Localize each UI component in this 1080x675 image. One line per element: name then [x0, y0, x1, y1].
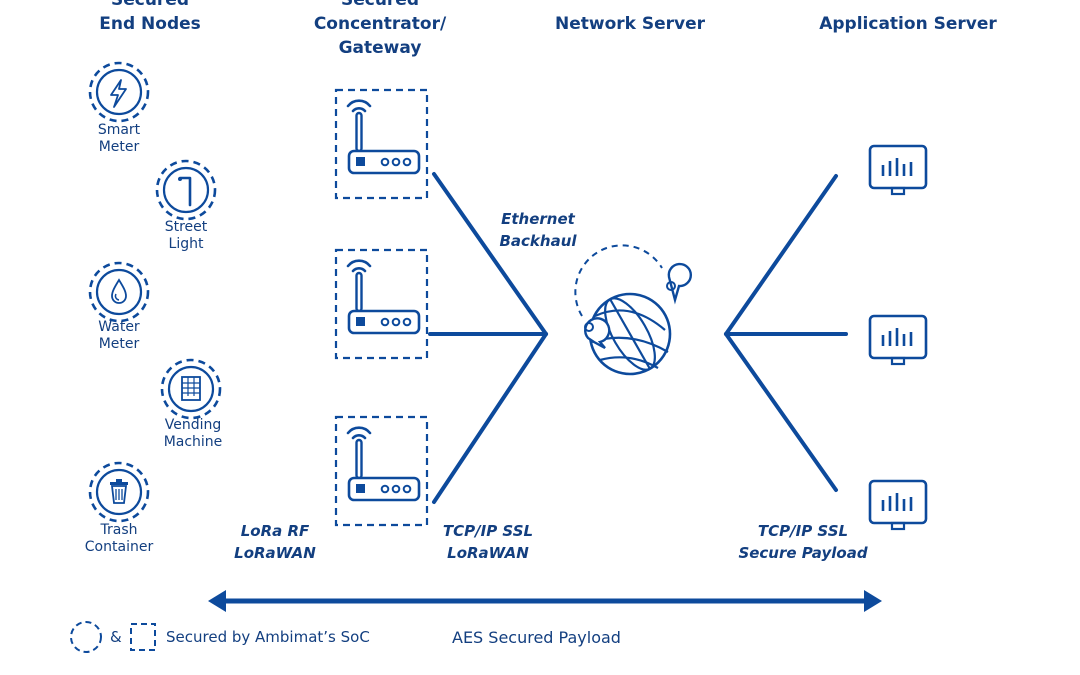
label-line: LoRaWAN	[234, 544, 316, 562]
label-gateway-link: TCP/IP SSL LoRaWAN	[428, 520, 548, 564]
label-lora: LoRa RF LoRaWAN	[215, 520, 335, 564]
label-line: Vending	[164, 417, 222, 433]
end-node-smart-meter	[88, 61, 150, 123]
header-gateway: Secured Concentrator/ Gateway	[290, 0, 470, 60]
router-icon	[346, 426, 421, 502]
label-trash-container: Trash Container	[64, 522, 174, 556]
label-line: Secure Payload	[738, 544, 868, 562]
header-end-nodes: Secured End Nodes	[70, 0, 230, 36]
legend-dashed-circle-icon	[70, 621, 102, 653]
lightning-icon	[110, 79, 127, 108]
legend-dashed-square-icon	[130, 623, 156, 651]
label-line: Backhaul	[499, 232, 577, 250]
label-line: Meter	[98, 139, 140, 155]
label-line: TCP/IP SSL	[442, 522, 534, 540]
header-gateway-line1: Secured	[340, 0, 420, 10]
end-node-street-light	[155, 159, 217, 221]
label-line: Trash	[100, 522, 138, 538]
monitor-chart-icon	[868, 144, 928, 196]
street-light-icon	[178, 176, 192, 207]
label-line: Meter	[98, 336, 140, 352]
header-application-server: Application Server	[819, 14, 997, 34]
label-street-light: Street Light	[131, 219, 241, 253]
gateway-2	[334, 248, 429, 360]
label-line: Water	[98, 319, 140, 335]
legend-ampersand: &	[110, 628, 122, 646]
label-line: TCP/IP SSL	[757, 522, 849, 540]
legend-secured-text: Secured by Ambimat’s SoC	[166, 628, 370, 646]
label-line: Machine	[163, 434, 223, 450]
header-end-nodes-line1: Secured	[110, 0, 190, 10]
router-icon	[346, 259, 421, 335]
header-gateway-line3: Gateway	[338, 38, 422, 58]
label-line: LoRaWAN	[447, 544, 529, 562]
ethernet-backhaul-lines	[428, 172, 548, 504]
vending-machine-icon	[181, 376, 201, 401]
gateway-1	[334, 88, 429, 200]
label-app-link: TCP/IP SSL Secure Payload	[733, 520, 873, 564]
header-end-nodes-line2: End Nodes	[99, 14, 201, 34]
end-node-trash-container	[88, 461, 150, 523]
label-water-meter: Water Meter	[64, 319, 174, 353]
app-server-lines	[724, 174, 848, 492]
label-line: Light	[168, 236, 204, 252]
label-line: Smart	[97, 122, 141, 138]
legend-payload-text: AES Secured Payload	[452, 628, 621, 647]
gateway-3	[334, 415, 429, 527]
end-node-water-meter	[88, 261, 150, 323]
label-ethernet-backhaul: Ethernet Backhaul	[488, 208, 588, 252]
header-gateway-line2: Concentrator/	[313, 14, 447, 34]
router-icon	[346, 99, 421, 175]
label-smart-meter: Smart Meter	[64, 122, 174, 156]
label-line: Street	[164, 219, 208, 235]
water-drop-icon	[111, 278, 127, 304]
monitor-chart-icon	[868, 479, 928, 531]
label-vending-machine: Vending Machine	[138, 417, 248, 451]
end-node-vending-machine	[160, 358, 222, 420]
trash-can-icon	[110, 479, 128, 504]
label-line: LoRa RF	[240, 522, 310, 540]
globe-icon	[574, 244, 692, 376]
header-network-server: Network Server	[554, 14, 706, 34]
label-line: Container	[84, 539, 154, 555]
monitor-chart-icon	[868, 314, 928, 366]
label-line: Ethernet	[501, 210, 575, 228]
aes-payload-arrow	[208, 590, 882, 612]
